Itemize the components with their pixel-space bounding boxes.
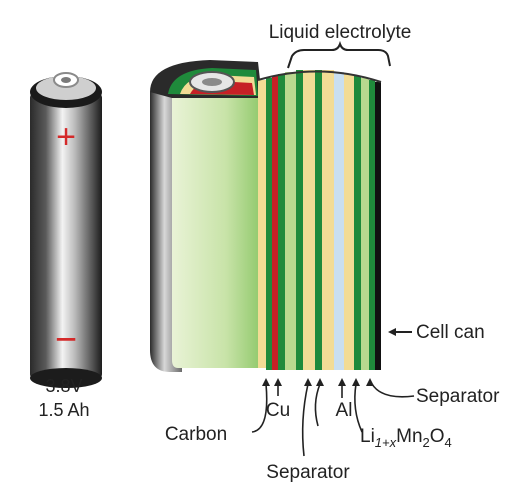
layers-top-edge [257,70,382,83]
bracket-line [287,40,391,69]
layer-carbon-yellow [258,80,268,368]
cell-terminal-hole [202,78,222,86]
layer-green-1 [266,78,272,370]
cu-label: Cu [266,400,290,421]
layer-green-3 [296,70,303,370]
cell-can-arrowhead [388,328,396,336]
cell-can-pointer [388,328,412,336]
battery-terminal-hole [61,77,71,83]
layer-green-5 [354,76,361,370]
sep-arrowhead-2 [316,378,324,386]
cathode-o: O [430,426,445,447]
layer-lightgreen-1 [285,72,296,370]
cell-can-label: Cell can [416,322,485,343]
separator-right-leader [371,383,415,398]
plus-sign: + [56,118,76,156]
layer-lightgreen-2 [361,78,369,370]
cathode-sub-1x: 1+x [375,435,397,450]
sep-arrowhead-1 [304,378,312,386]
layer-green-4 [315,70,322,370]
cathode-sub-2: 2 [423,435,430,450]
cathode-formula-label: Li1+xMn2O4 [360,426,452,450]
al-label: Al [336,400,353,421]
sep-leader-2 [314,383,321,427]
layer-al-blue [334,72,344,370]
aa-battery: + − [30,72,102,388]
carbon-label: Carbon [165,424,227,445]
layer-can-black [375,82,381,370]
layer-yellow-3 [322,70,334,370]
voltage-label: 3.8V [45,376,82,396]
layer-green-2 [278,74,285,370]
minus-sign: − [55,319,77,361]
layer-green-6 [369,80,375,370]
cathode-mn: Mn [396,426,422,447]
layer-yellow-4 [344,74,354,370]
carbon-arrowhead [262,378,270,386]
layer-yellow-2 [303,70,315,370]
sep-right-arrowhead [366,378,374,386]
cathode-li: Li [360,426,375,447]
leader-lines [251,383,415,457]
battery-bottom-rim [30,368,102,388]
separator-bottom-label: Separator [266,462,350,483]
battery-body [30,92,102,380]
liquid-electrolyte-label: Liquid electrolyte [269,22,412,43]
electrode-roll [172,98,262,368]
cu-arrowhead [274,378,282,386]
cathode-leader [354,383,363,433]
leader-arrowheads [262,378,374,386]
al-arrowhead [338,378,346,386]
cutaway-cell [150,60,382,372]
cathode-arrowhead [352,378,360,386]
layer-cu-red [272,76,278,370]
separator-right-label: Separator [416,386,500,407]
cathode-sub-4: 4 [445,435,452,450]
capacity-label: 1.5 Ah [38,400,89,420]
electrolyte-bracket [287,40,391,69]
separator-bottom-leader [301,383,309,457]
carbon-leader [251,383,268,433]
